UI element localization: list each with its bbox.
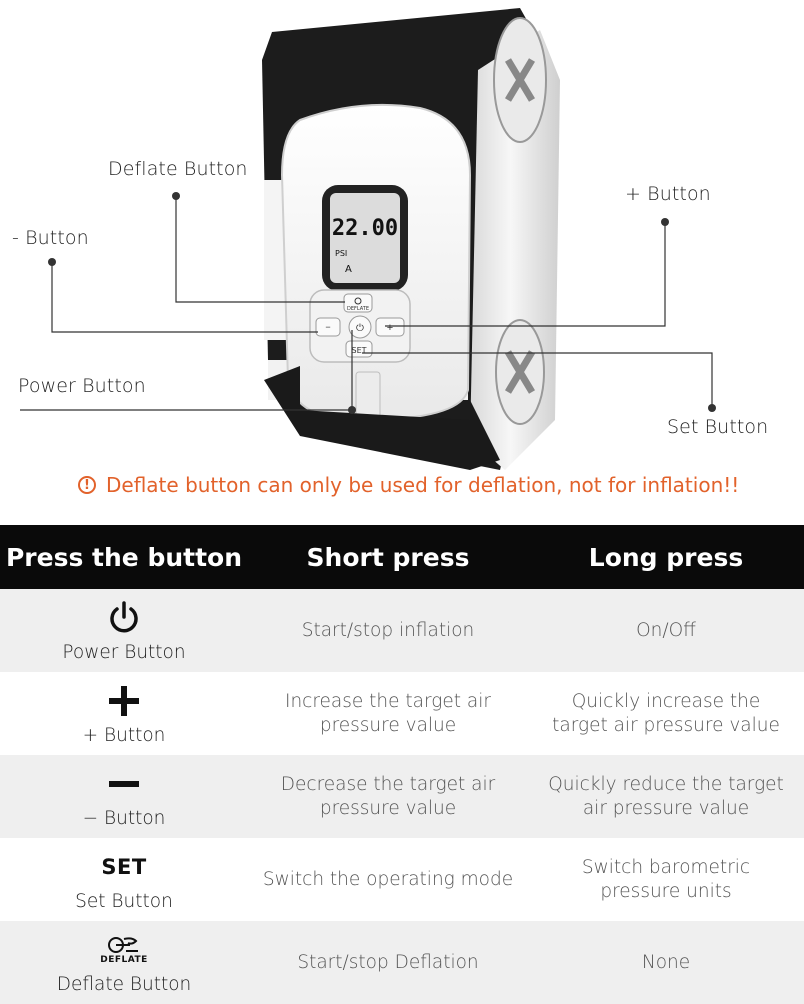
lcd-value: 22.00	[332, 216, 398, 241]
callout-set-button: Set Button	[667, 416, 769, 438]
device-minus-key	[315, 317, 341, 337]
deflate-icon: DEFLATE	[100, 930, 148, 970]
product-diagram: 22.00 PSI A DEFLATE − ⏻ + SET	[12, 8, 769, 470]
row-short-press: Start/stop Deflation	[297, 951, 479, 973]
minus-icon	[107, 764, 141, 804]
svg-text:⏻: ⏻	[356, 323, 364, 334]
row-long-press: None	[641, 951, 691, 973]
row-short-press: Start/stop inflation	[301, 619, 475, 641]
set-icon: SET	[101, 855, 147, 879]
callout-power-button: Power Button	[18, 375, 146, 397]
plus-icon	[107, 681, 141, 721]
row-button-name: Deflate Button	[56, 974, 192, 995]
deflate-symbol-text: DEFLATE	[100, 955, 148, 965]
header-long-press: Long press	[588, 542, 744, 572]
side-wheel-bottom	[495, 319, 545, 425]
header-short-press: Short press	[306, 542, 470, 572]
table-row: DEFLATE Deflate Button Start/stop Deflat…	[0, 921, 804, 1004]
device-plus-key	[375, 317, 405, 337]
pump-base	[264, 366, 500, 470]
row-long-press: On/Off	[636, 619, 696, 641]
callout-minus-button: - Button	[12, 227, 89, 249]
callout-deflate-button: Deflate Button	[108, 158, 248, 180]
warning-text: Deflate button can only be used for defl…	[106, 473, 740, 497]
exclamation-circle-icon: !	[78, 476, 96, 494]
minus-leader	[51, 262, 318, 333]
deflate-warning: ! Deflate button can only be used for de…	[78, 470, 778, 500]
lcd-unit: PSI	[335, 249, 347, 258]
row-button-name: Set Button	[75, 891, 173, 912]
table-header: Press the button Short press Long press	[0, 525, 804, 589]
row-short-press: Decrease the target air pressure value	[280, 773, 496, 819]
row-short-press: Increase the target air pressure value	[285, 690, 491, 736]
row-button-name: − Button	[82, 808, 166, 829]
power-icon	[106, 598, 142, 638]
plus-leader	[385, 222, 666, 327]
header-press-button: Press the button	[5, 542, 243, 572]
svg-text:+: +	[387, 322, 393, 334]
row-button-name: Power Button	[62, 642, 186, 663]
svg-text:DEFLATE: DEFLATE	[347, 306, 369, 312]
row-button-name: + Button	[82, 725, 166, 746]
row-long-press: Switch barometric pressure units	[581, 856, 751, 902]
button-function-table: Press the button Short press Long press …	[0, 525, 804, 1004]
table-row: SET Set Button Switch the operating mode…	[0, 838, 804, 921]
table-row: + Button Increase the target air pressur…	[0, 672, 804, 755]
row-short-press: Switch the operating mode	[262, 868, 514, 890]
row-long-press: Quickly increase the target air pressure…	[552, 690, 780, 736]
deflate-leader	[175, 196, 345, 303]
device-deflate-key	[343, 293, 373, 313]
set-leader	[362, 352, 713, 408]
svg-text:SET: SET	[351, 346, 366, 355]
lcd-mode: A	[345, 264, 352, 275]
side-wheel-top	[493, 17, 547, 143]
row-long-press: Quickly reduce the target air pressure v…	[548, 773, 784, 819]
table-body: Power Button Start/stop inflation On/Off…	[0, 589, 804, 1004]
callout-dots	[48, 192, 716, 414]
device-power-key	[348, 315, 372, 339]
table-row: Power Button Start/stop inflation On/Off	[0, 589, 804, 672]
callout-plus-button: + Button	[625, 183, 711, 205]
table-row: − Button Decrease the target air pressur…	[0, 755, 804, 838]
lcd-screen	[330, 193, 400, 283]
svg-text:−: −	[325, 322, 330, 332]
air-pump-illustration: 22.00 PSI A DEFLATE − ⏻ + SET	[20, 8, 716, 470]
